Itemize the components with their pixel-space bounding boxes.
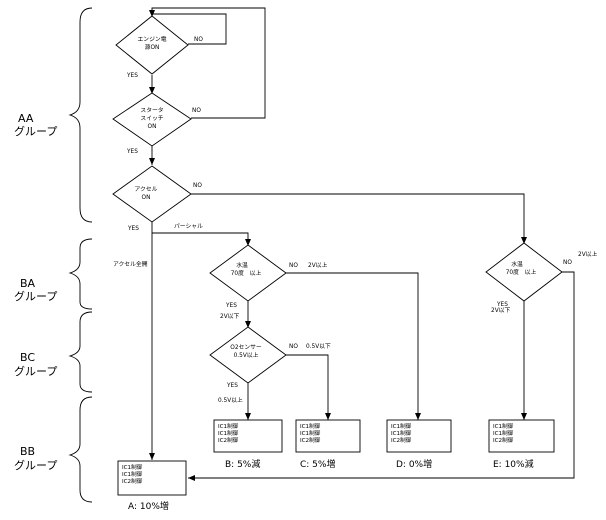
o2-yes-voltage-label: 0.5V以上: [218, 396, 243, 404]
svg-text:0.5V以上: 0.5V以上: [234, 351, 259, 359]
svg-text:IC1制御: IC1制御: [493, 422, 514, 430]
result-c-caption: C: 5%増: [300, 458, 335, 470]
aa-group-brace: [68, 7, 93, 223]
aa-group-sublabel: グループ: [14, 124, 57, 138]
svg-text:IC1制御: IC1制御: [300, 422, 321, 430]
svg-text:スイッチ: スイッチ: [140, 115, 163, 122]
svg-text:IC2制御: IC2制御: [493, 436, 514, 444]
svg-text:70度 以上: 70度 以上: [506, 268, 537, 276]
ba-group-brace: [68, 238, 93, 310]
svg-text:アクセル: アクセル: [135, 186, 158, 193]
water1-yes-label: YES: [225, 303, 237, 309]
starter-switch-decision: スタータ スイッチ ON: [112, 92, 192, 147]
accel-no-arrow: [191, 193, 527, 244]
water-temp-decision-ba: 水温 70度 以上: [209, 244, 287, 302]
engine-power-decision: エンジン電 源ON: [115, 15, 189, 75]
svg-text:IC2制御: IC2制御: [218, 436, 239, 444]
bc-group-sublabel: グループ: [14, 364, 57, 378]
accel-decision: アクセル ON: [112, 165, 192, 223]
svg-text:O2センサー: O2センサー: [230, 344, 262, 351]
starter-yes-label: YES: [126, 149, 138, 155]
result-e-caption: E: 10%減: [493, 458, 534, 470]
result-a-caption: A: 10%増: [128, 500, 169, 512]
svg-text:IC1制御: IC1制御: [122, 463, 143, 471]
ba-group-sublabel: グループ: [14, 289, 57, 303]
bb-group-brace: [68, 396, 93, 503]
svg-text:ON: ON: [148, 124, 157, 130]
bc-group-label: BC: [20, 351, 35, 364]
water1-no-label: NO: [289, 263, 298, 269]
partial-arrow: [152, 232, 251, 246]
result-box-e: IC1制御 IC1制御 IC2制御: [488, 419, 555, 453]
result-box-d: IC1制御 IC1制御 IC2制御: [386, 419, 452, 453]
o2-sensor-decision: O2センサー 0.5V以上: [209, 326, 287, 384]
svg-text:IC1制御: IC1制御: [300, 429, 321, 437]
result-d-caption: D: 0%増: [396, 458, 432, 470]
svg-text:源ON: 源ON: [145, 43, 160, 51]
svg-text:IC1制御: IC1制御: [122, 470, 143, 478]
engine-yes-label: YES: [126, 73, 138, 79]
result-box-b: IC1制御 IC1制御 IC2制御: [213, 419, 283, 453]
o2-no-voltage-label: 0.5V以下: [306, 343, 331, 350]
water1-yes-voltage-label: 2V以下: [220, 313, 239, 320]
accel-no-label: NO: [193, 183, 202, 189]
bb-group-sublabel: グループ: [14, 458, 57, 472]
starter-no-loop: [151, 7, 266, 119]
water-temp-decision-e: 水温 70度 以上: [485, 242, 563, 302]
water2-yes-voltage-label: 2V以下: [491, 307, 510, 314]
result-box-c: IC1制御 IC1制御 IC2制御: [295, 419, 361, 453]
o2-no-label: NO: [289, 344, 298, 350]
svg-text:IC2制御: IC2制御: [391, 436, 412, 444]
svg-text:スタータ: スタータ: [140, 106, 163, 114]
svg-text:IC1制御: IC1制御: [218, 429, 239, 437]
result-box-a: IC1制御 IC1制御 IC2制御: [117, 460, 187, 496]
engine-no-label: NO: [194, 37, 203, 43]
water2-no-voltage-label: 2V以上: [578, 250, 597, 258]
bc-group-brace: [68, 311, 93, 393]
water1-no-voltage-label: 2V以上: [308, 261, 327, 269]
o2-no-arrow: [286, 354, 331, 420]
svg-text:70度 以上: 70度 以上: [231, 269, 262, 277]
partial-label: パーシャル: [174, 223, 203, 230]
accel-yes-label: YES: [127, 226, 139, 232]
o2-yes-label: YES: [226, 383, 238, 389]
svg-text:IC2制御: IC2制御: [122, 477, 143, 485]
water2-yes-label: YES: [496, 302, 508, 308]
water1-no-arrow: [286, 272, 421, 420]
svg-text:エンジン電: エンジン電: [138, 36, 167, 43]
full-throttle-label: アクセル全開: [113, 260, 148, 268]
starter-no-label: NO: [192, 108, 201, 114]
svg-text:水温: 水温: [236, 261, 248, 269]
water2-no-label: NO: [563, 260, 572, 266]
svg-text:IC1制御: IC1制御: [218, 422, 239, 430]
engine-no-loop: [149, 10, 227, 45]
ba-group-label: BA: [20, 277, 36, 290]
svg-text:IC2制御: IC2制御: [300, 436, 321, 444]
result-b-caption: B: 5%減: [225, 458, 260, 470]
bb-group-label: BB: [20, 445, 35, 458]
svg-text:IC1制御: IC1制御: [391, 422, 412, 430]
svg-text:ON: ON: [142, 195, 151, 201]
svg-text:水温: 水温: [511, 260, 523, 268]
aa-group-label: AA: [18, 112, 34, 125]
water2-no-arrow: [188, 271, 575, 481]
svg-text:IC1制御: IC1制御: [391, 429, 412, 437]
svg-text:IC1制御: IC1制御: [493, 429, 514, 437]
